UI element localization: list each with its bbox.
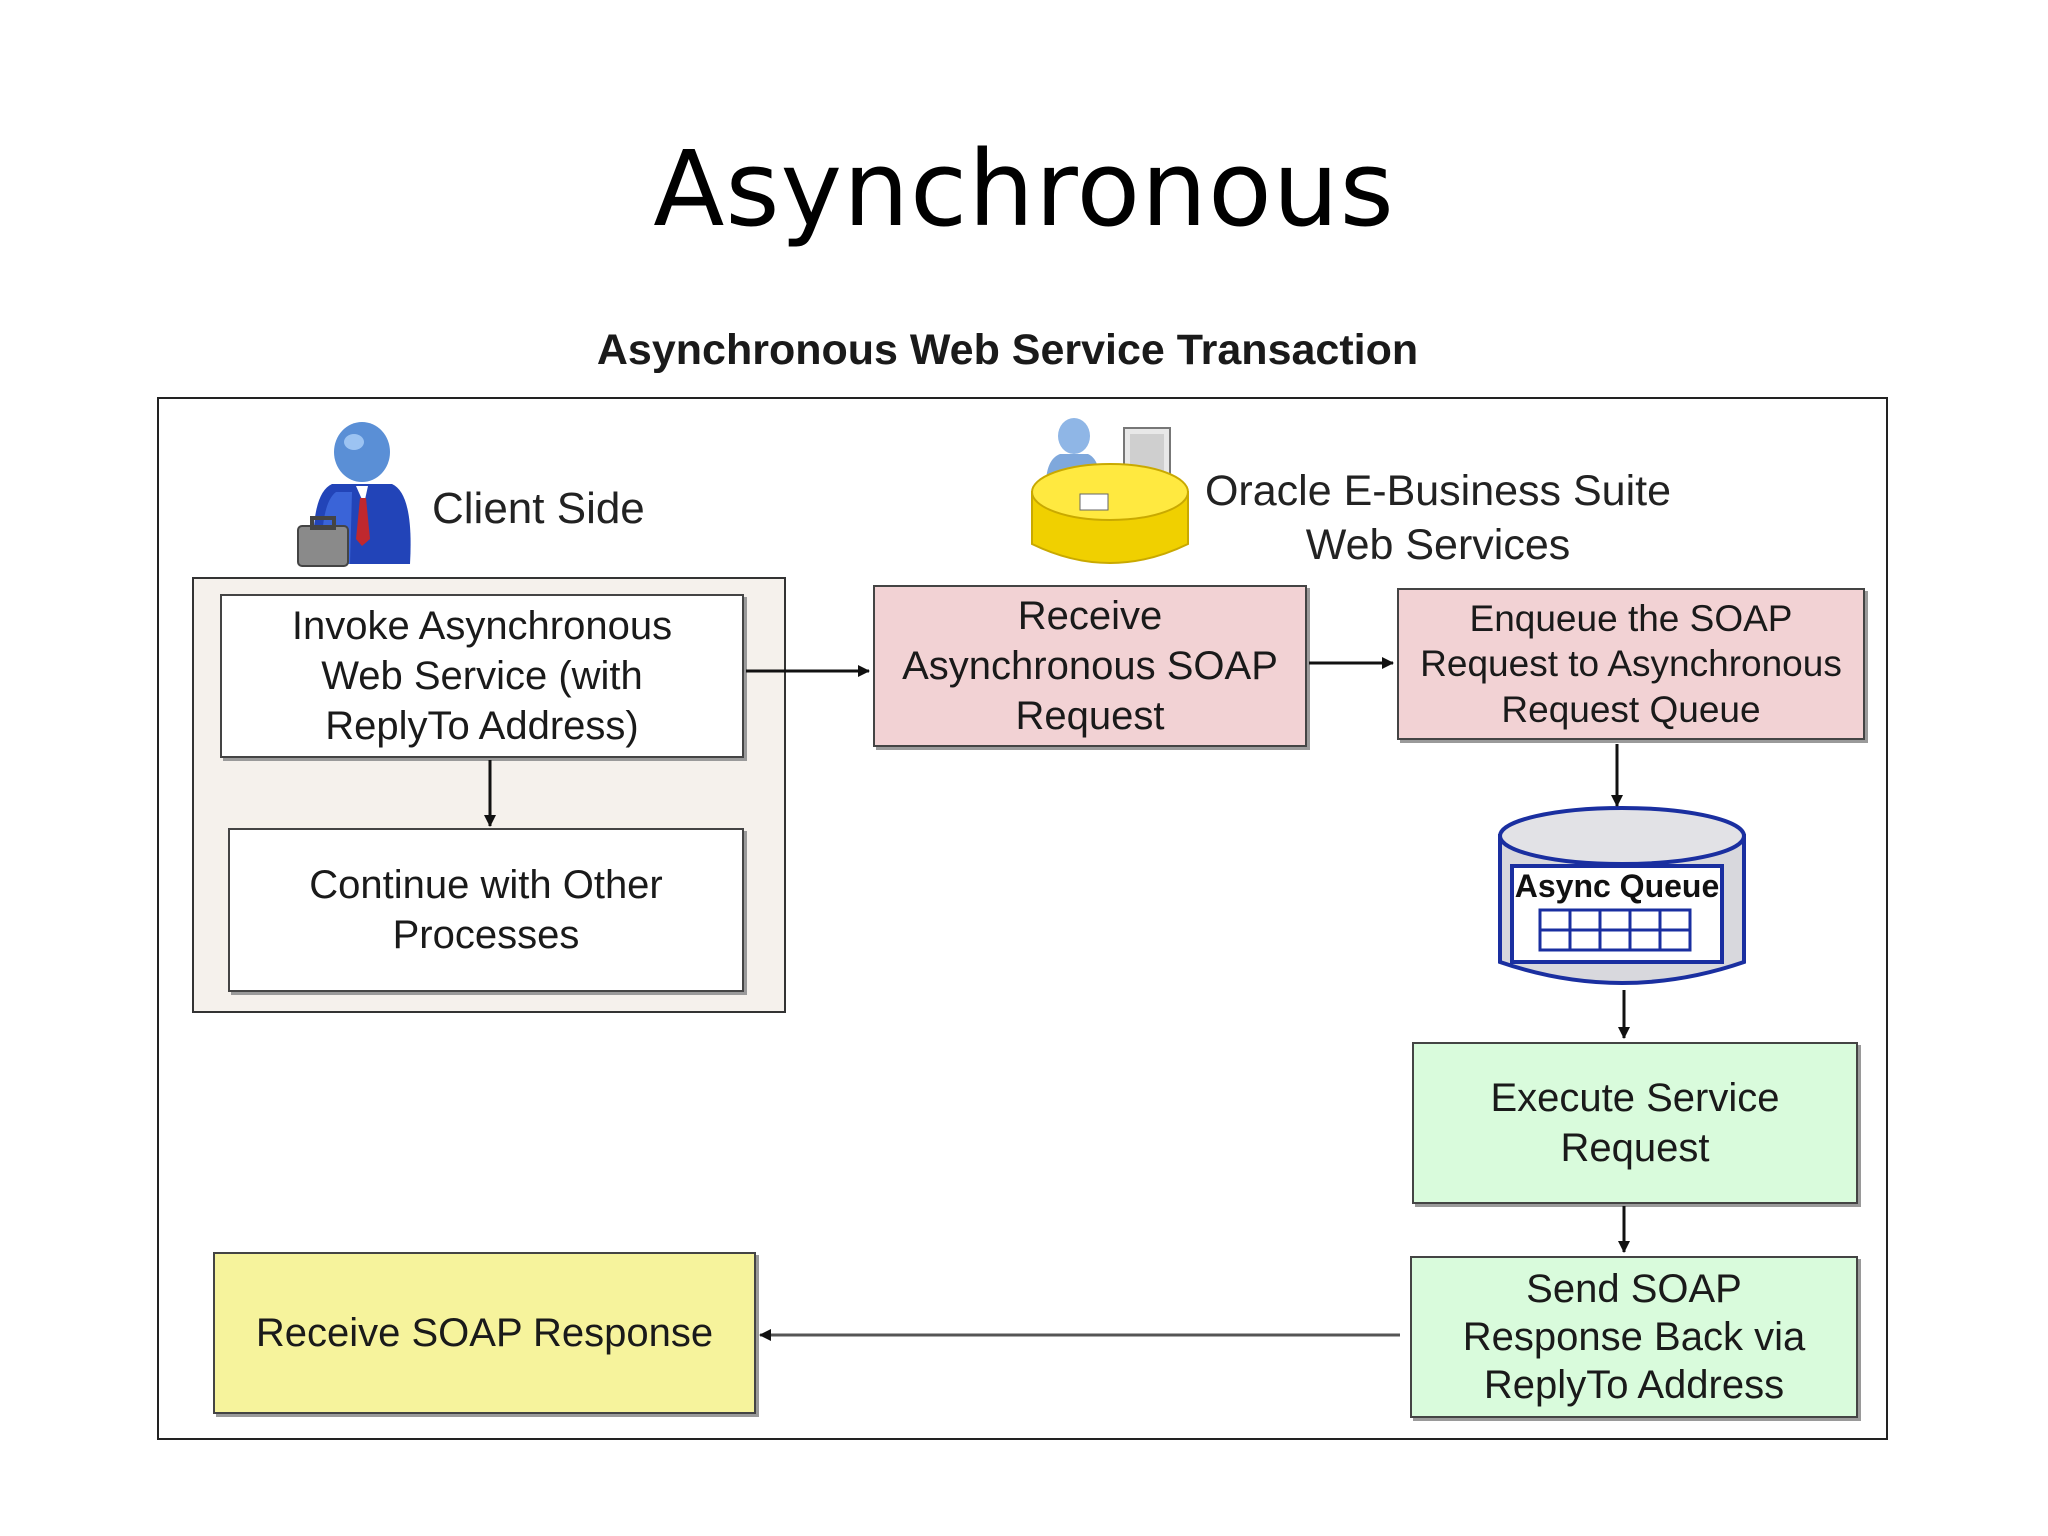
async-queue-label: Async Queue bbox=[1514, 868, 1720, 904]
send-response-step: Send SOAP Response Back via ReplyTo Addr… bbox=[1410, 1256, 1858, 1418]
diagram-title: Asynchronous Web Service Transaction bbox=[596, 326, 1419, 374]
receive-request-step: Receive Asynchronous SOAP Request bbox=[873, 585, 1307, 747]
execute-step: Execute Service Request bbox=[1412, 1042, 1858, 1204]
client-side-label: Client Side bbox=[432, 484, 645, 533]
async-queue-database-icon bbox=[1498, 806, 1746, 985]
slide-title: Asynchronous bbox=[653, 128, 1395, 250]
enqueue-step: Enqueue the SOAP Request to Asynchronous… bbox=[1397, 588, 1865, 740]
server-desk-icon bbox=[1031, 418, 1189, 564]
continue-step: Continue with Other Processes bbox=[228, 828, 744, 992]
client-person-icon bbox=[297, 422, 411, 567]
receive-response-step: Receive SOAP Response bbox=[213, 1252, 756, 1414]
server-label-line1: Oracle E-Business Suite bbox=[1204, 467, 1672, 515]
invoke-step: Invoke Asynchronous Web Service (with Re… bbox=[220, 594, 744, 758]
server-label-line2: Web Services bbox=[1305, 521, 1571, 569]
